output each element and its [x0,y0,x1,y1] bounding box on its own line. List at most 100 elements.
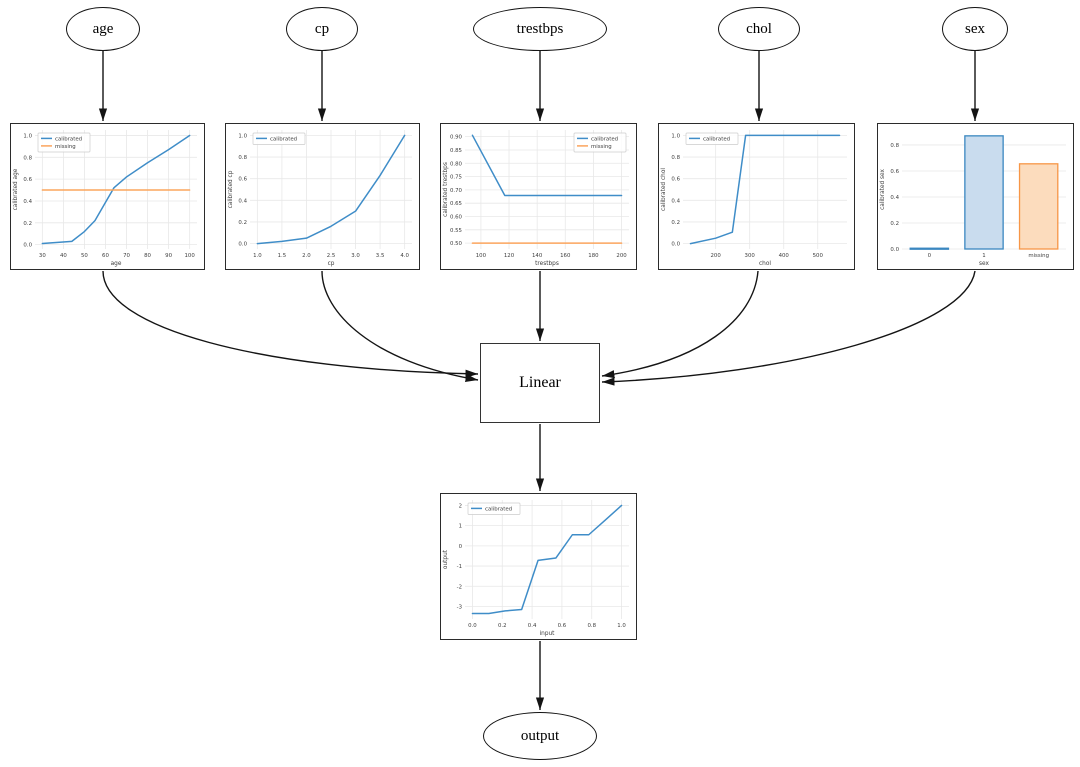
edge-sex-calibrator-to-linear [601,270,976,386]
svg-text:3.5: 3.5 [376,253,385,259]
svg-text:0.4: 0.4 [23,199,32,205]
svg-text:1.0: 1.0 [253,253,262,259]
svg-text:40: 40 [60,253,67,259]
svg-text:-2: -2 [457,584,462,590]
node-age-label: age [92,20,114,37]
svg-text:chol: chol [759,261,771,267]
svg-text:0.60: 0.60 [450,215,463,221]
svg-text:100: 100 [476,253,487,259]
svg-text:trestbps: trestbps [535,261,559,267]
node-cp-label: cp [314,20,330,37]
svg-text:4.0: 4.0 [400,253,409,259]
svg-text:0.6: 0.6 [671,177,680,183]
svg-text:0.2: 0.2 [890,221,899,227]
svg-text:0.4: 0.4 [890,195,899,201]
svg-text:output: output [443,549,449,569]
svg-text:0.70: 0.70 [450,188,463,194]
svg-text:1.0: 1.0 [23,133,32,139]
node-age: age [66,7,140,51]
svg-text:0.0: 0.0 [238,242,247,248]
edge-chol-calibrator-to-linear [601,270,759,379]
svg-text:80: 80 [144,253,151,259]
svg-text:calibrated trestbps: calibrated trestbps [443,162,449,217]
svg-text:500: 500 [813,253,824,259]
svg-text:0: 0 [459,544,463,550]
node-trestbps: trestbps [473,7,607,51]
svg-text:180: 180 [588,253,599,259]
svg-text:missing: missing [591,144,612,150]
svg-text:0.0: 0.0 [23,243,32,249]
svg-text:3.0: 3.0 [351,253,360,259]
svg-text:missing: missing [1028,253,1049,259]
svg-text:calibrated cp: calibrated cp [228,170,234,208]
svg-text:0: 0 [928,253,932,259]
node-sex: sex [942,7,1008,51]
svg-text:0.90: 0.90 [450,135,463,141]
svg-text:0.65: 0.65 [450,201,462,207]
svg-text:0.2: 0.2 [238,220,247,226]
svg-text:0.2: 0.2 [498,623,507,629]
svg-text:0.0: 0.0 [671,242,680,248]
svg-text:140: 140 [532,253,543,259]
svg-text:0.8: 0.8 [23,155,32,161]
svg-text:missing: missing [55,144,76,150]
svg-text:0.4: 0.4 [671,198,680,204]
svg-text:input: input [540,631,556,637]
svg-text:cp: cp [328,261,335,267]
svg-text:120: 120 [504,253,515,259]
svg-text:calibrated sex: calibrated sex [880,169,886,210]
svg-text:0.2: 0.2 [671,220,680,226]
svg-text:160: 160 [560,253,571,259]
svg-text:200: 200 [711,253,722,259]
edge-age-calibrator-to-linear [102,270,479,378]
svg-text:300: 300 [745,253,756,259]
svg-text:0.4: 0.4 [528,623,537,629]
node-output: output [483,712,597,760]
svg-text:0.8: 0.8 [238,155,247,161]
chart-cp-calibrator: 0.0 0.2 0.4 0.6 0.8 1.0 1.0 1.5 2.0 2.5 3.0 3.5 4.0 c… [225,123,420,270]
svg-text:1.0: 1.0 [238,133,247,139]
svg-text:0.0: 0.0 [468,623,477,629]
svg-text:0.85: 0.85 [450,148,462,154]
svg-text:calibrated: calibrated [55,136,82,142]
svg-text:0.8: 0.8 [587,623,596,629]
svg-text:0.6: 0.6 [23,177,32,183]
svg-text:0.6: 0.6 [558,623,567,629]
svg-text:60: 60 [102,253,109,259]
node-chol-label: chol [746,20,772,37]
svg-text:calibrated: calibrated [591,136,618,142]
node-cp: cp [286,7,358,51]
svg-text:2: 2 [459,503,462,509]
svg-text:50: 50 [81,253,88,259]
svg-text:1: 1 [982,253,985,259]
node-chol: chol [718,7,800,51]
svg-text:age: age [111,261,122,267]
svg-text:0.8: 0.8 [671,155,680,161]
svg-text:1: 1 [459,524,462,530]
svg-text:0.4: 0.4 [238,198,247,204]
svg-text:sex: sex [979,261,989,267]
svg-text:1.5: 1.5 [278,253,287,259]
node-linear: Linear [480,343,600,423]
svg-text:0.8: 0.8 [890,143,899,149]
svg-text:0.0: 0.0 [890,247,899,253]
svg-text:0.6: 0.6 [238,177,247,183]
svg-text:calibrated: calibrated [485,506,512,512]
svg-text:90: 90 [165,253,172,259]
svg-text:2.5: 2.5 [327,253,336,259]
svg-text:400: 400 [779,253,790,259]
svg-text:calibrated chol: calibrated chol [661,168,667,211]
svg-text:0.80: 0.80 [450,161,463,167]
svg-text:2.0: 2.0 [302,253,311,259]
svg-text:-1: -1 [457,564,462,570]
svg-text:100: 100 [184,253,195,259]
svg-text:calibrated age: calibrated age [13,168,19,210]
svg-text:calibrated: calibrated [270,136,297,142]
